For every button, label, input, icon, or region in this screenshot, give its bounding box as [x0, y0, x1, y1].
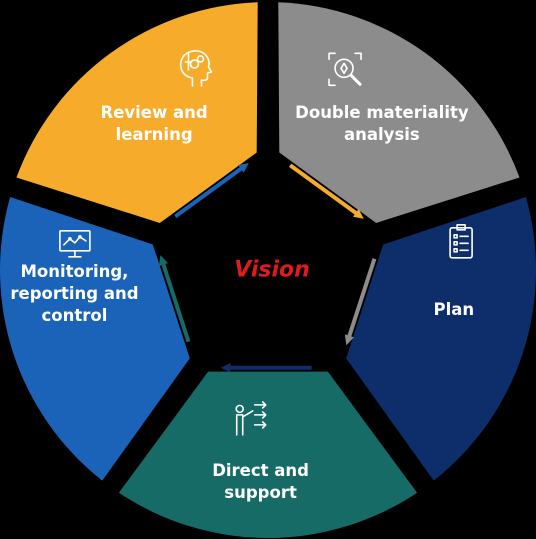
center-title-vision: Vision	[234, 257, 310, 283]
segment-label-line: Plan	[433, 299, 475, 319]
flow-arrow-direct-to-monitoring	[158, 255, 191, 343]
segment-direct	[118, 371, 418, 538]
segment-plan	[346, 197, 536, 481]
checklist-icon	[449, 224, 473, 259]
segment-label-line: Double materiality	[295, 103, 469, 123]
segment-label-plan: Plan	[434, 299, 475, 321]
flow-arrow-review-to-materiality	[288, 163, 364, 219]
segment-label-line: support	[224, 482, 297, 502]
segment-materiality	[278, 2, 520, 223]
segment-label-line: reporting and	[10, 283, 139, 303]
segment-label-line: control	[41, 305, 108, 325]
segment-label-line: Review and	[100, 103, 208, 123]
flow-arrow-materiality-to-plan	[344, 258, 377, 346]
segment-label-line: learning	[115, 125, 193, 145]
segment-label-line: Monitoring,	[20, 261, 129, 281]
presenter-arrows-icon	[235, 401, 267, 436]
head-gears-icon	[179, 50, 213, 87]
monitor-chart-icon	[59, 230, 91, 258]
flow-arrow-monitoring-to-review	[174, 163, 249, 219]
segment-monitoring	[0, 197, 190, 481]
segment-label-line: analysis	[344, 125, 420, 145]
flow-arrow-plan-to-direct	[220, 362, 312, 373]
magnifier-target-icon	[328, 52, 362, 87]
segment-label-line: Direct and	[212, 460, 309, 480]
